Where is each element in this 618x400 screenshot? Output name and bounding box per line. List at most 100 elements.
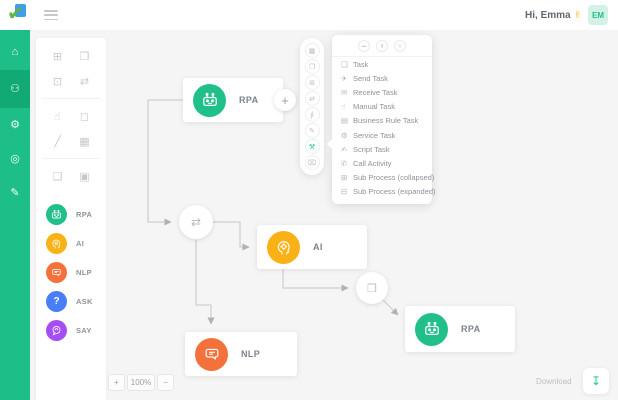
app-logo[interactable]: ✔ <box>6 2 36 28</box>
sidebar-rail: ⌂ ⚇ ⚙ ◎ ✎ <box>0 30 30 400</box>
group-tool-icon: ▦ <box>79 135 90 148</box>
download-button[interactable]: ↧ <box>583 368 609 394</box>
copy-node[interactable]: ❐ <box>356 272 388 304</box>
connect-icon: ⇄ <box>309 95 315 103</box>
flow-node-nlp[interactable]: NLP <box>185 332 297 376</box>
download-label: Download <box>536 377 572 386</box>
palette-node-label: SAY <box>76 326 92 335</box>
menu-item-task[interactable]: ❏ Task <box>341 59 369 69</box>
new-file-tool[interactable]: ❏ <box>44 168 71 184</box>
flow-canvas[interactable]: RPA + ⇄ AI ❐ NLP RPA ▦ ❐ ⊞ ⇄ ∮ ✎ ⚒ ⌧ <box>106 30 618 400</box>
palette-node-label: RPA <box>76 210 93 219</box>
pen-icon: ✎ <box>10 186 20 199</box>
download-icon: ↧ <box>590 374 602 388</box>
robot-icon <box>46 204 67 225</box>
palette-node-ai[interactable]: AI <box>46 229 106 258</box>
copy-shape-tool[interactable]: ❐ <box>71 48 98 64</box>
hand-tool[interactable]: ☝ <box>44 108 71 124</box>
append-shape-icon: ⊡ <box>52 75 63 88</box>
sidebar-item-bot[interactable]: ⚇ <box>0 70 30 108</box>
create-shape-tool[interactable]: ⊞ <box>44 48 71 64</box>
avatar[interactable]: EM <box>588 5 608 25</box>
attach-icon: ∮ <box>310 111 314 119</box>
search-doc-icon: ◎ <box>10 152 20 165</box>
palette-node-rpa[interactable]: RPA <box>46 200 106 229</box>
edit-icon: ✎ <box>309 127 315 135</box>
table-icon: ▤ <box>341 116 349 126</box>
logo-square <box>15 4 26 17</box>
flow-node-rpa-1[interactable]: RPA <box>183 78 283 122</box>
flow-node-rpa-2[interactable]: RPA <box>405 306 515 352</box>
attach-button[interactable]: ∮ <box>304 107 320 122</box>
screen-icon: ▦ <box>308 47 316 55</box>
menu-item-subprocess-collapsed[interactable]: ⊞ Sub Process (collapsed) <box>341 173 435 183</box>
menu-item-subprocess-expanded[interactable]: ⊟ Sub Process (expanded) <box>341 187 436 197</box>
home-icon: ⌂ <box>11 46 19 58</box>
node-label: RPA <box>239 95 259 105</box>
sidebar-item-settings[interactable]: ⚙ <box>0 108 30 142</box>
envelope-icon: ✉ <box>341 87 348 97</box>
menu-item-receive-task[interactable]: ✉ Receive Task <box>341 87 398 97</box>
menu-item-service-task[interactable]: ⚙ Service Task <box>341 130 396 140</box>
add-next-node-button[interactable]: + <box>274 89 296 111</box>
subprocess-expanded-icon: ⊟ <box>341 187 348 197</box>
zoom-level: 100% <box>127 374 155 391</box>
branch-icon: ⇄ <box>79 75 90 88</box>
robot-icon <box>193 83 226 117</box>
snapshot-tool[interactable]: ▣ <box>71 168 98 184</box>
hamburger-menu-icon[interactable] <box>44 10 58 20</box>
create-shape-icon: ⊞ <box>52 50 63 63</box>
sidebar-item-design[interactable]: ✎ <box>0 176 30 210</box>
option-circle-3[interactable]: ◎ <box>394 39 406 52</box>
menu-item-manual-task[interactable]: ☝ Manual Task <box>341 102 395 112</box>
flow-connections <box>147 99 399 325</box>
delete-button[interactable]: ⌧ <box>304 155 320 170</box>
logo-check-icon: ✔ <box>7 3 24 25</box>
zoom-in-button[interactable]: + <box>108 374 125 391</box>
option-circle-2[interactable]: ▮ <box>376 39 388 52</box>
wrench-button[interactable]: ⚒ <box>304 139 320 154</box>
menu-item-send-task[interactable]: ✈ Send Task <box>341 73 388 83</box>
append-shape-tool[interactable]: ⊡ <box>44 73 71 89</box>
edit-button[interactable]: ✎ <box>304 123 320 138</box>
replace-menu: ▬ ▮ ◎ ❏ Task ✈ Send Task ✉ Receive Task … <box>327 35 436 204</box>
copy-button[interactable]: ❐ <box>304 59 320 74</box>
phone-icon: ✆ <box>341 158 348 168</box>
copy-icon: ❐ <box>367 282 377 295</box>
branch-tool[interactable]: ⇄ <box>71 73 98 89</box>
menu-item-script-task[interactable]: ✍ Script Task <box>341 144 390 154</box>
shape-palette: ⊞ ❐ ⊡ ⇄ ☝ ◻ ╱ ▦ ❏ ▣ RPA AI NLP ? <box>36 38 106 400</box>
group-tool[interactable]: ▦ <box>71 133 98 149</box>
palette-node-say[interactable]: SAY <box>46 316 106 345</box>
ai-head-icon <box>267 230 300 264</box>
task-icon: ❏ <box>341 59 348 69</box>
lasso-tool[interactable]: ◻ <box>71 108 98 124</box>
line-tool[interactable]: ╱ <box>44 133 71 149</box>
palette-node-ask[interactable]: ? ASK <box>46 287 106 316</box>
node-label: RPA <box>461 324 481 334</box>
menu-item-call-activity[interactable]: ✆ Call Activity <box>341 158 392 168</box>
add-element-button[interactable]: ⊞ <box>304 75 320 90</box>
option-circle-1[interactable]: ▬ <box>358 39 370 52</box>
flow-node-ai[interactable]: AI <box>257 225 367 269</box>
connect-button[interactable]: ⇄ <box>304 91 320 106</box>
gateway-node[interactable]: ⇄ <box>179 205 213 239</box>
chat-bubbles-icon <box>46 262 67 283</box>
lasso-tool-icon: ◻ <box>79 110 90 123</box>
subprocess-collapsed-icon: ⊞ <box>341 173 348 183</box>
chat-bubbles-icon <box>195 337 228 371</box>
sidebar-item-home[interactable]: ⌂ <box>0 36 30 70</box>
palette-node-nlp[interactable]: NLP <box>46 258 106 287</box>
script-icon: ✍ <box>341 144 348 154</box>
menu-item-business-rule-task[interactable]: ▤ Business Rule Task <box>341 116 419 126</box>
zoom-out-button[interactable]: − <box>157 374 174 391</box>
add-element-icon: ⊞ <box>309 79 315 87</box>
palette-node-label: ASK <box>76 297 93 306</box>
line-tool-icon: ╱ <box>54 135 61 148</box>
screen-button[interactable]: ▦ <box>304 43 320 58</box>
copy-icon: ❐ <box>308 63 316 71</box>
sidebar-item-search[interactable]: ◎ <box>0 142 30 176</box>
palette-node-label: AI <box>76 239 85 248</box>
gear-icon: ⚙ <box>341 130 348 140</box>
element-toolbar: ▦ ❐ ⊞ ⇄ ∮ ✎ ⚒ ⌧ <box>300 38 324 175</box>
